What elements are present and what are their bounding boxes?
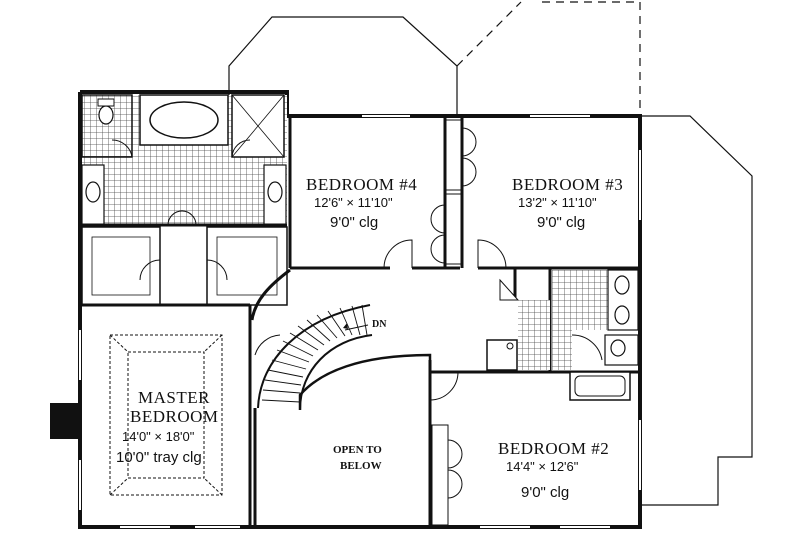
open-to-below-line2: BELOW [340, 460, 382, 472]
bay-window-outline [228, 16, 458, 116]
master-ceiling: 10'0" tray clg [116, 449, 202, 466]
bedroom2-ceiling: 9'0" clg [521, 484, 570, 501]
bedroom-doors [254, 239, 507, 401]
master-name-line1: MASTER [138, 388, 210, 407]
deck-outline-dashed-right [542, 1, 641, 116]
curved-staircase [257, 304, 432, 411]
hall-curved-wall [250, 268, 291, 321]
bedroom2-name: BEDROOM #2 [498, 439, 610, 458]
open-to-below-line1: OPEN TO [333, 444, 382, 456]
chimney [50, 403, 78, 439]
bedroom-closets [430, 119, 477, 526]
master-name-line2: BEDROOM [130, 407, 219, 426]
bedroom2-size: 14'4" × 12'6" [506, 459, 579, 474]
bedroom4-ceiling: 9'0" clg [330, 214, 379, 231]
bedroom4-size: 12'6" × 11'10" [314, 195, 393, 210]
master-bath [81, 94, 287, 227]
deck-outline-dashed [456, 1, 522, 67]
bedroom3-name: BEDROOM #3 [512, 175, 624, 194]
right-projection-outline [640, 115, 753, 506]
hall-bath [486, 269, 639, 401]
interior-walls [248, 116, 640, 527]
bedroom4-name: BEDROOM #4 [306, 175, 418, 194]
master-size: 14'0" × 18'0" [122, 429, 195, 444]
stair-direction-label: DN [372, 319, 387, 330]
bedroom3-ceiling: 9'0" clg [537, 214, 586, 231]
tray-ceiling [109, 334, 223, 496]
windows [79, 115, 641, 528]
exterior-walls [78, 90, 642, 529]
closets [81, 226, 288, 307]
bedroom3-size: 13'2" × 11'10" [518, 195, 597, 210]
